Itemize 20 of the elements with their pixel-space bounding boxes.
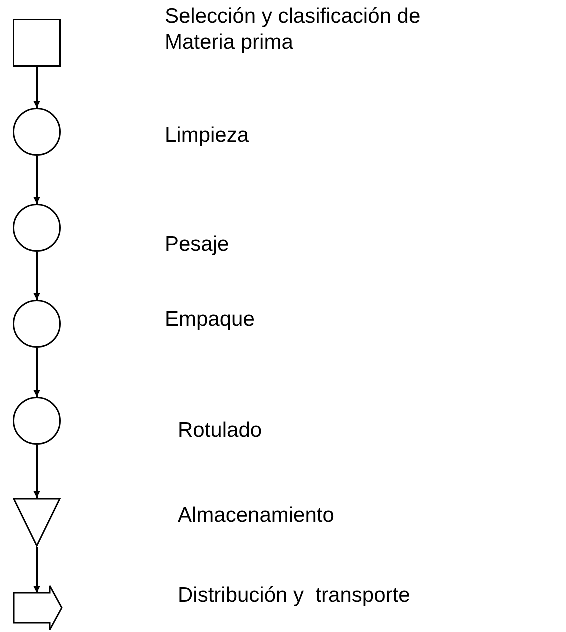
operation-circle [13, 108, 61, 156]
operation-circle [13, 397, 61, 445]
step-label: Pesaje [165, 232, 230, 258]
operation-circle [13, 300, 61, 348]
step-label: Distribución y transporte [178, 583, 412, 609]
storage-triangle [13, 498, 61, 547]
step-label: Almacenamiento [178, 503, 336, 529]
arrow [34, 156, 40, 204]
arrow [34, 547, 40, 593]
transport-arrow [13, 585, 63, 631]
arrow [34, 445, 40, 498]
step-label: Selección y clasificación de Materia prima [165, 4, 422, 56]
step-label: Rotulado [178, 418, 264, 444]
arrow [34, 348, 40, 397]
operation-circle [13, 204, 61, 252]
arrow [34, 252, 40, 300]
step-label: Empaque [165, 307, 256, 333]
step-label: Limpieza [165, 123, 250, 149]
arrow [34, 67, 40, 108]
operation-square [13, 19, 61, 67]
